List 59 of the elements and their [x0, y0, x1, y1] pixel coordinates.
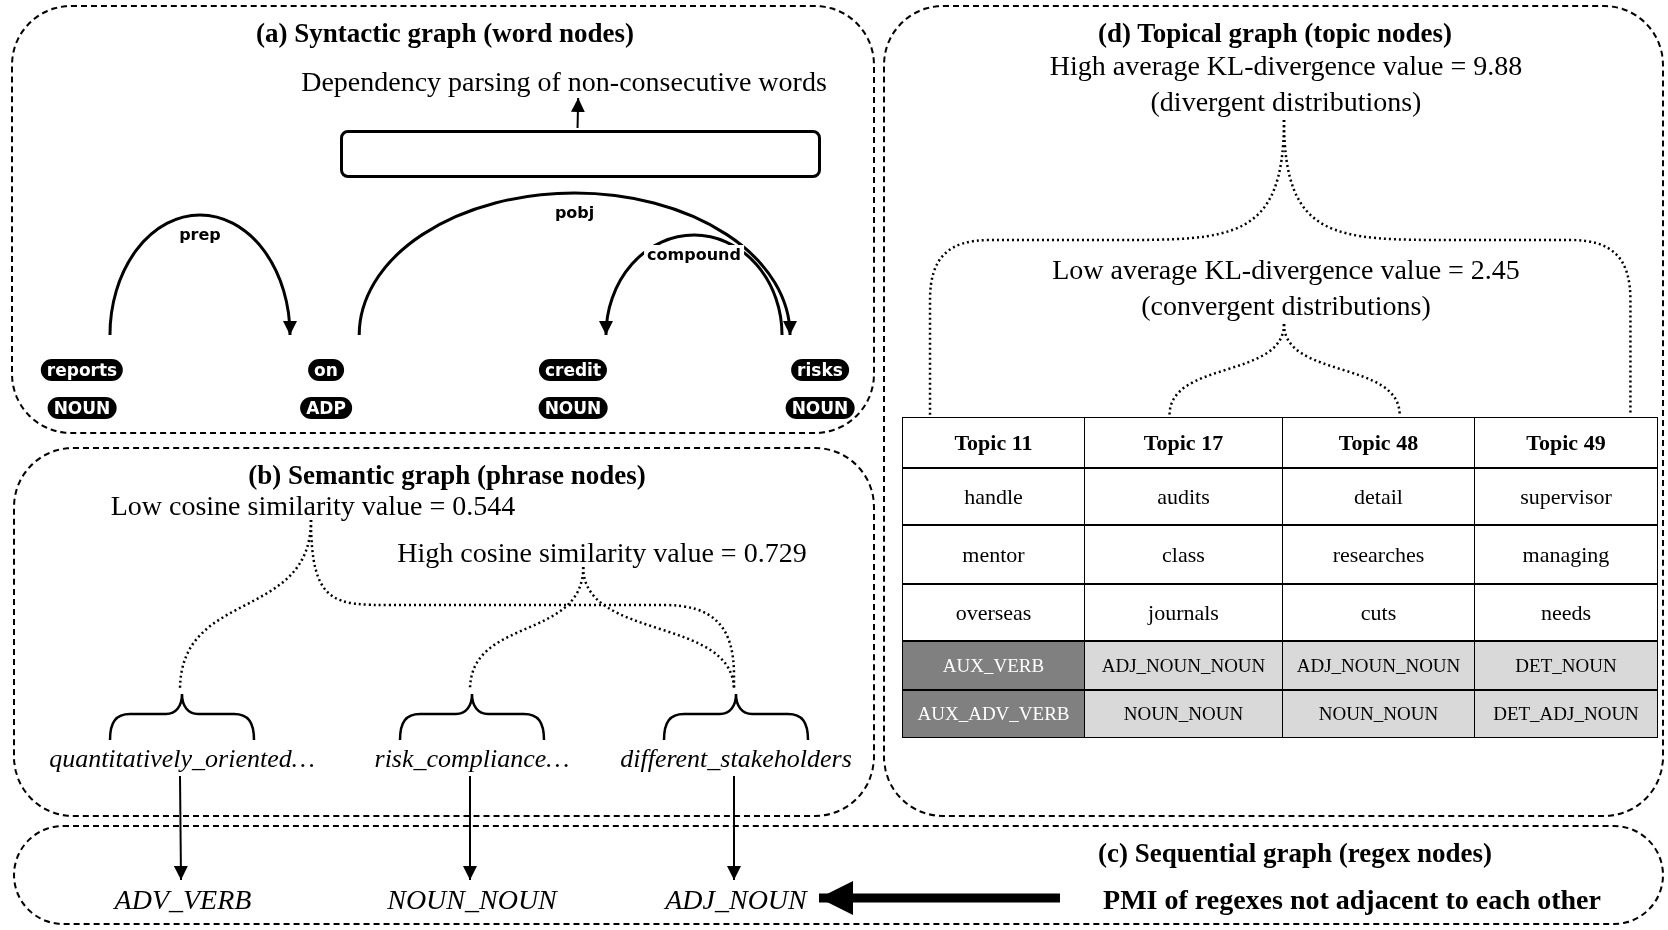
word-token: on	[308, 359, 344, 381]
table-cell: class	[1084, 525, 1283, 584]
table-cell: DET_NOUN	[1474, 641, 1658, 690]
word-token: risks	[791, 359, 849, 381]
table-cell: AUX_VERB	[902, 641, 1085, 690]
phrase-text: risk_compliance…	[373, 743, 571, 775]
table-cell: DET_ADJ_NOUN	[1474, 690, 1658, 738]
dependency-arc	[357, 191, 796, 336]
dependency-arc	[599, 233, 784, 336]
arrow	[727, 775, 741, 881]
table-cell: ADJ_NOUN_NOUN	[1282, 641, 1475, 690]
arrow	[173, 775, 188, 881]
table-cell: ADJ_NOUN_NOUN	[1084, 641, 1283, 690]
table-cell: audits	[1084, 468, 1283, 525]
arrow	[463, 775, 477, 881]
pos-tag: NOUN	[785, 397, 855, 419]
dashed-panel	[883, 5, 1664, 817]
pos-tag: NOUN	[47, 397, 117, 419]
dotted-connector	[1282, 119, 1632, 415]
table-cell: handle	[902, 468, 1085, 525]
dependency-caption: Dependency parsing of non-consecutive words	[264, 64, 864, 100]
dotted-connector	[1282, 323, 1401, 416]
table-cell: needs	[1474, 584, 1658, 641]
outlined-frame	[340, 130, 821, 178]
table-cell: mentor	[902, 525, 1085, 584]
panel-title: (d) Topical graph (topic nodes)	[1096, 17, 1454, 49]
regex-pattern: ADV_VERB	[98, 882, 268, 918]
regex-pattern: ADJ_NOUN	[651, 882, 821, 918]
pmi-note: PMI of regexes not adjacent to each other	[1062, 882, 1642, 918]
divergence-note: Low average KL-divergence value = 2.45 (convergent distributions)	[1016, 252, 1556, 326]
table-cell: managing	[1474, 525, 1658, 584]
regex-pattern: NOUN_NOUN	[362, 882, 582, 918]
table-cell: supervisor	[1474, 468, 1658, 525]
table-cell: detail	[1282, 468, 1475, 525]
phrase-text: quantitatively_oriented…	[48, 743, 316, 775]
panel-title: (c) Sequential graph (regex nodes)	[1097, 837, 1493, 869]
word-token: credit	[538, 359, 608, 381]
panel-title: (b) Semantic graph (phrase nodes)	[247, 459, 647, 491]
panel-title: (a) Syntactic graph (word nodes)	[255, 17, 635, 49]
word-token: reports	[40, 359, 124, 381]
phrase-text: different_stakeholders	[619, 743, 853, 775]
table-cell: AUX_ADV_VERB	[902, 690, 1085, 738]
table-header: Topic 48	[1282, 417, 1475, 468]
dashed-panel	[13, 825, 1664, 925]
table-header: Topic 49	[1474, 417, 1658, 468]
pos-tag: ADP	[300, 397, 352, 419]
edge-label: compound	[644, 245, 744, 265]
table-header: Topic 17	[1084, 417, 1283, 468]
table-cell: researches	[1282, 525, 1475, 584]
thick-arrow	[819, 881, 1060, 915]
table-header: Topic 11	[902, 417, 1085, 468]
similarity-note: High cosine similarity value = 0.729	[362, 535, 842, 569]
table-cell: NOUN_NOUN	[1282, 690, 1475, 738]
divergence-note: High average KL-divergence value = 9.88 (divergent distributions)	[1026, 48, 1546, 122]
dependency-arc	[108, 213, 297, 336]
dashed-panel	[13, 447, 875, 817]
table-cell: NOUN_NOUN	[1084, 690, 1283, 738]
pos-tag: NOUN	[538, 397, 608, 419]
arrow	[570, 97, 585, 129]
